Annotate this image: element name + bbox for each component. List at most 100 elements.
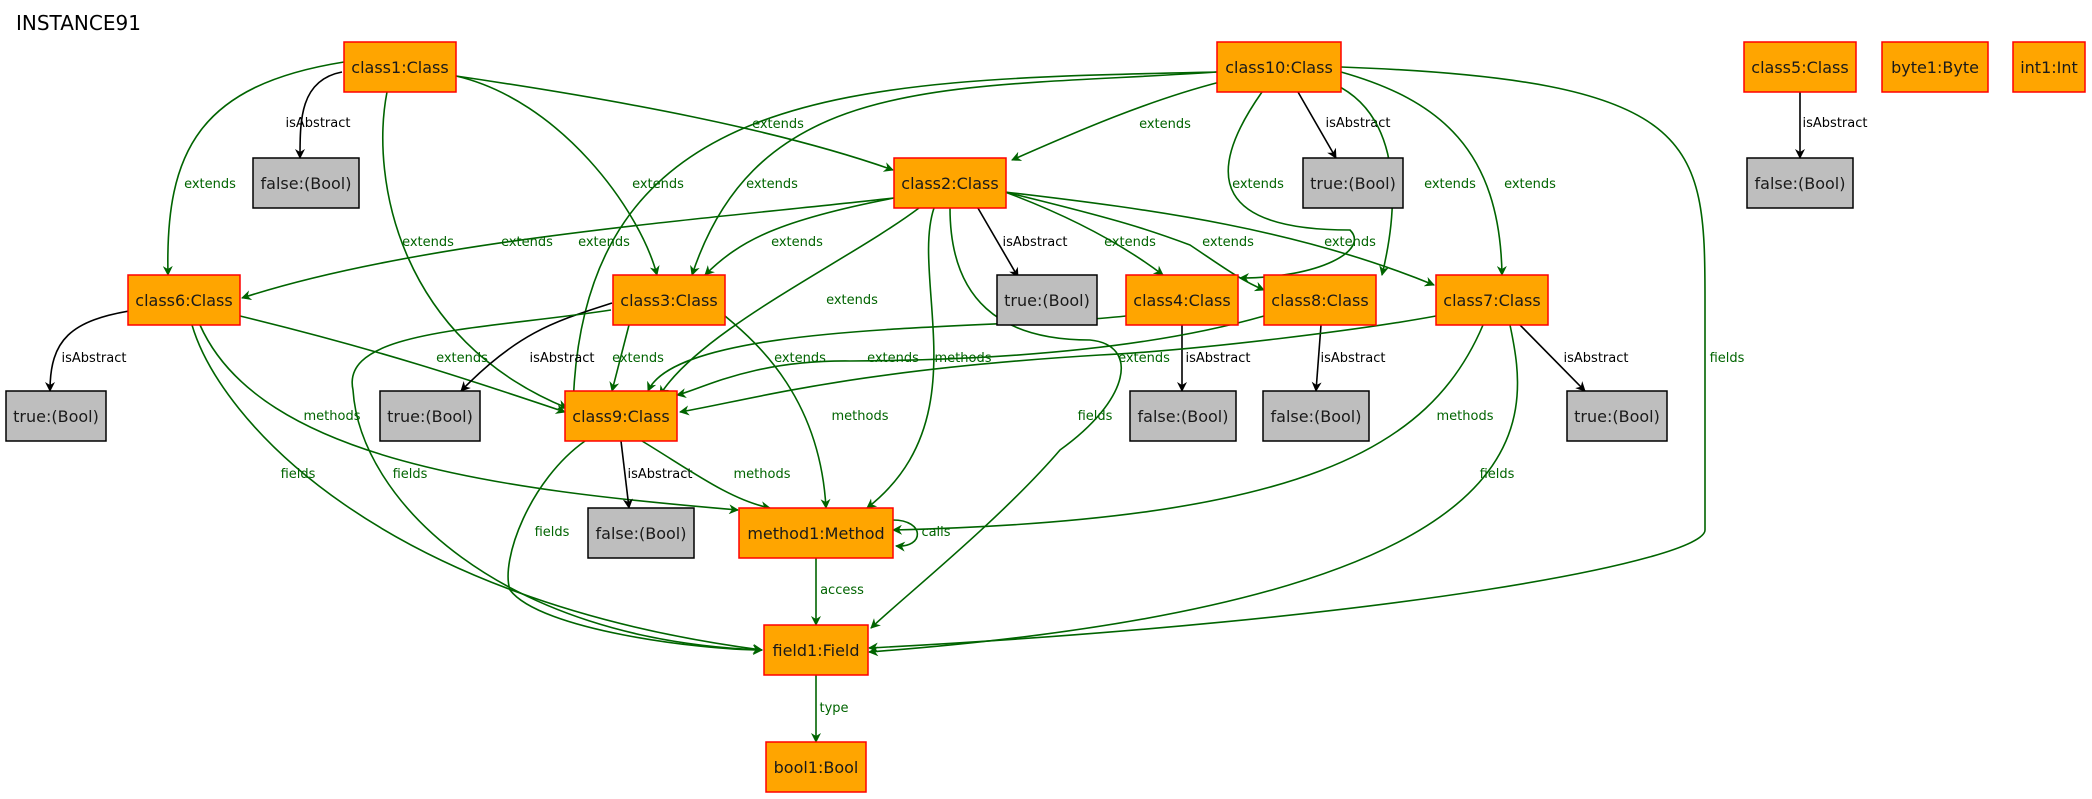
- node-label: false:(Bool): [1271, 407, 1362, 426]
- edge-line: [620, 440, 633, 509]
- edge-class2-extends-class3: extends: [704, 197, 895, 276]
- edge-class8-extends-class9: extends: [676, 315, 1265, 398]
- node-box: [1216, 41, 1342, 93]
- edge-line: [704, 197, 895, 276]
- edge-class1-isAbstract-v_class1_abs: isAbstract: [286, 71, 351, 159]
- edge-line: [868, 66, 1706, 653]
- edge-label: fields: [281, 467, 316, 482]
- node-label: class5:Class: [1751, 58, 1848, 77]
- node-v_class3_abs: true:(Bool): [379, 390, 481, 442]
- node-class7: class7:Class: [1435, 274, 1549, 326]
- edge-class6-methods-method1: methods: [199, 324, 739, 515]
- edge-line: [351, 309, 763, 655]
- node-label: field1:Field: [772, 641, 859, 660]
- edge-line: [199, 324, 739, 515]
- edge-line: [866, 207, 935, 509]
- node-label: class7:Class: [1443, 291, 1540, 310]
- edge-line: [162, 61, 345, 276]
- edge-label: extends: [612, 351, 664, 366]
- node-box: [1435, 274, 1549, 326]
- node-box: [343, 41, 457, 93]
- node-box: [1566, 390, 1668, 442]
- edge-line: [568, 71, 1218, 411]
- edge-line: [868, 324, 1519, 657]
- node-box: [996, 274, 1098, 326]
- node-box: [2012, 41, 2086, 93]
- edge-class6-isAbstract-v_class6_abs: isAbstract: [45, 309, 136, 392]
- node-box: [5, 390, 107, 442]
- node-label: true:(Bool): [1574, 407, 1660, 426]
- node-box: [612, 274, 726, 326]
- edge-line: [239, 315, 566, 414]
- edge-line: [974, 202, 1019, 278]
- node-box: [738, 507, 894, 559]
- node-method1: method1:Method: [738, 507, 894, 559]
- node-box: [1881, 41, 1989, 93]
- edge-label: extends: [632, 177, 684, 192]
- node-v_class1_abs: false:(Bool): [252, 157, 360, 209]
- edge-class4-isAbstract-v_class4_abs: isAbstract: [1177, 325, 1250, 392]
- edge-label: fields: [1710, 351, 1745, 366]
- edge-class10-extends-class9: extends: [568, 71, 1218, 411]
- edge-label: isAbstract: [1003, 235, 1068, 250]
- diagram-title: INSTANCE91: [16, 11, 141, 35]
- edge-label: extends: [1324, 235, 1376, 250]
- node-box: [1746, 157, 1854, 209]
- edge-label: isAbstract: [1326, 116, 1391, 131]
- node-box: [1743, 41, 1857, 93]
- edge-label: extends: [826, 293, 878, 308]
- edge-class9-methods-method1: methods: [641, 440, 791, 512]
- edge-line: [1519, 324, 1586, 392]
- edge-label: fields: [1480, 467, 1515, 482]
- node-label: class2:Class: [901, 174, 998, 193]
- node-label: method1:Method: [747, 524, 884, 543]
- node-bool1: bool1:Bool: [765, 741, 867, 793]
- edge-line: [1297, 91, 1337, 159]
- edge-line: [659, 207, 920, 396]
- edge-class9-isAbstract-v_class9_abs: isAbstract: [620, 440, 692, 509]
- node-v_class7_abs: true:(Bool): [1566, 390, 1668, 442]
- edge-class2-fields-field1: fields: [870, 207, 1123, 629]
- node-label: true:(Bool): [1004, 291, 1090, 310]
- edge-class2-extends-class9: extends: [659, 207, 920, 396]
- edge-label: fields: [393, 467, 428, 482]
- edge-line: [1333, 83, 1394, 276]
- edge-class6-fields-field1: fields: [191, 324, 763, 654]
- edge-label: isAbstract: [1321, 351, 1386, 366]
- node-byte1: byte1:Byte: [1881, 41, 1989, 93]
- edge-line: [892, 324, 1484, 535]
- edge-class2-extends-class6: extends: [241, 197, 895, 300]
- node-class8: class8:Class: [1263, 274, 1377, 326]
- edge-line: [641, 440, 771, 512]
- edge-label: calls: [921, 525, 950, 540]
- node-label: class3:Class: [620, 291, 717, 310]
- edge-label: fields: [535, 525, 570, 540]
- edge-line: [676, 315, 1265, 398]
- edge-label: isAbstract: [286, 116, 351, 131]
- edge-line: [724, 315, 831, 509]
- edge-class6-extends-class9: extends: [239, 315, 566, 414]
- node-label: true:(Bool): [387, 407, 473, 426]
- edge-class10-extends-class3: extends: [690, 71, 1218, 276]
- edge-label: methods: [304, 409, 361, 424]
- edge-line: [690, 71, 1218, 276]
- edge-class3-fields-field1: fields: [351, 309, 763, 655]
- edge-line: [609, 324, 630, 392]
- edge-line: [1340, 71, 1507, 276]
- node-box: [252, 157, 360, 209]
- edge-line: [295, 71, 343, 159]
- node-box: [1129, 390, 1237, 442]
- node-label: class1:Class: [351, 58, 448, 77]
- node-label: class9:Class: [572, 407, 669, 426]
- edge-method1-access-field1: access: [811, 558, 864, 626]
- edge-line: [455, 75, 894, 172]
- edge-class3-methods-method1: methods: [724, 315, 889, 509]
- edge-label: extends: [436, 351, 488, 366]
- edge-class7-isAbstract-v_class7_abs: isAbstract: [1519, 324, 1628, 392]
- edge-class1-extends-class6: extends: [162, 61, 345, 276]
- edge-class10-extends-class2: extends: [1011, 81, 1221, 161]
- edge-label: extends: [746, 177, 798, 192]
- edge-class2-isAbstract-v_class2_abs: isAbstract: [974, 202, 1068, 278]
